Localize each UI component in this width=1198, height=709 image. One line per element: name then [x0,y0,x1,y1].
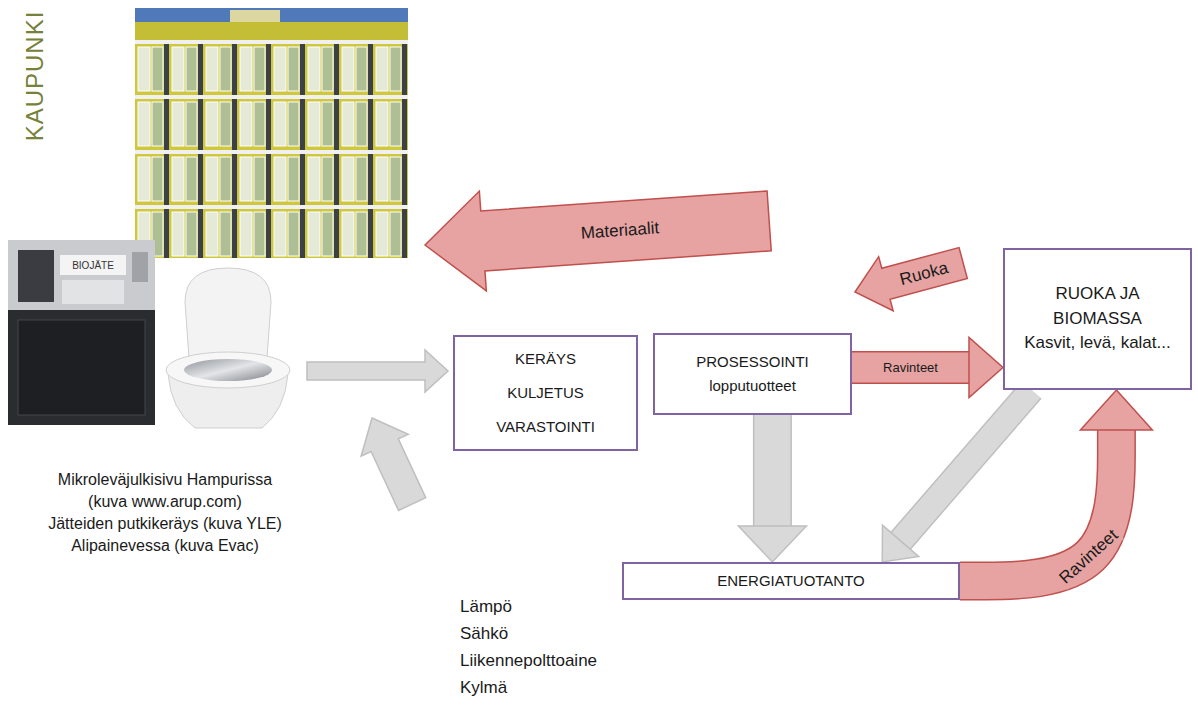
grey-arrow-shape [348,407,435,515]
parapet [135,22,408,40]
building-photo [135,8,408,258]
arrow-body [754,415,790,526]
bin-sign [60,255,126,275]
box-body: Kasvit, levä, kalat... [1024,331,1170,356]
red-arrow-shape [422,171,773,295]
energy-output: Liikennepolttoaine [460,650,597,672]
arrow-label: Materiaalit [578,218,662,244]
bin-body [8,240,155,425]
sky [135,8,408,258]
arrowhead [969,338,1003,398]
photo-caption: Mikroleväjulkisivu Hampurissa (kuva www.… [49,469,281,513]
box-title: KERÄYS KULJETUS VARASTOINTI [490,342,602,444]
arrow-outline [901,390,1032,541]
materials-arrow [422,171,773,295]
toilet-seat [166,352,290,388]
toilet-lid [185,268,271,358]
toilet-photo [166,268,290,428]
flow-arrow [738,415,806,562]
arrow-label: Ruoka [896,257,953,290]
arrow-outline [753,415,792,526]
box-title: ENERGIATUOTANTO [717,571,865,591]
facade [135,40,408,258]
food-arrow [848,236,971,319]
process-box: ENERGIATUOTANTO [622,562,960,600]
flow-arrow [882,390,1031,562]
city-title: KAUPUNKI [21,11,49,142]
energy-output: Kylmä [460,677,507,699]
arrowhead [738,526,806,562]
arrow-body [901,390,1032,541]
arrow-outline [852,351,969,384]
bin-top [8,240,155,310]
energy-output: Lämpö [460,596,512,618]
energy-output: Sähkö [460,623,508,645]
arrowhead [1080,390,1152,430]
toilet-bowl [184,359,272,381]
bin-door [18,250,54,302]
energy-return-arrow [348,407,435,515]
photo-caption: Alipainevessa (kuva Evac) [71,535,259,557]
box-title: RUOKA JA BIOMASSA [1023,282,1173,331]
process-box: RUOKA JA BIOMASSAKasvit, levä, kalat... [1003,248,1192,390]
bin-front [18,320,145,415]
arrowhead [882,525,918,562]
box-title: PROSESSOINTI [696,350,809,374]
process-box: KERÄYS KULJETUS VARASTOINTI [453,335,638,451]
roof-box [230,10,280,24]
flow-label: Ravinteet [881,360,940,376]
bin-text: BIOJÄTE [72,260,114,271]
process-box: PROSESSOINTIlopputuotteet [653,333,852,415]
waste-flow-arrow [307,350,448,392]
bin-handle [132,252,148,282]
photo-caption: Jätteiden putkikeräys (kuva YLE) [48,513,282,535]
box-subtitle: lopputuotteet [709,374,796,398]
flow-arrow [960,390,1152,581]
flow-arrow [852,338,1003,398]
bin-photo [8,240,155,425]
flow-label: Ravinteet [1054,524,1124,590]
red-arrow-shape [848,236,971,319]
arrow-body [852,353,969,383]
bin-panel [62,280,124,304]
